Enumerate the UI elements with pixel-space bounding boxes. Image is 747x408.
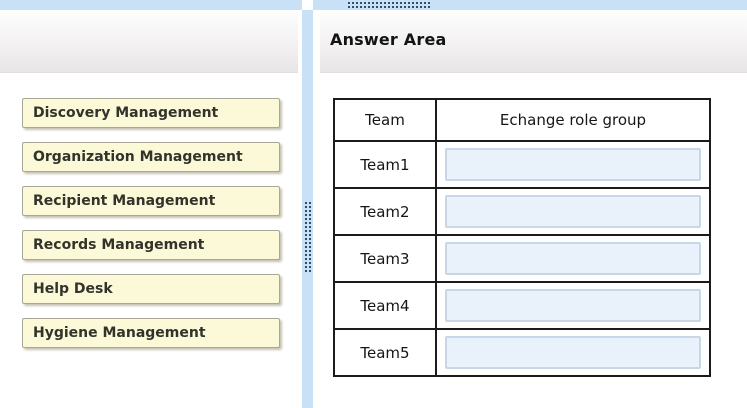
answer-area-header-band: Answer Area: [320, 11, 747, 73]
dropzone-team4[interactable]: [445, 289, 701, 322]
team-label: Team4: [333, 281, 437, 330]
answer-table-header-row: Team Echange role group: [333, 98, 711, 142]
top-strip-right: [313, 0, 747, 10]
table-row: Team2: [333, 187, 711, 236]
table-row: Team5: [333, 328, 711, 377]
drag-item-discovery-management[interactable]: Discovery Management: [22, 98, 280, 128]
team-label: Team3: [333, 234, 437, 283]
dropzone-team5[interactable]: [445, 336, 701, 369]
vertical-drag-handle-dots-icon[interactable]: [304, 202, 311, 274]
team-label: Team2: [333, 187, 437, 236]
panel-splitter[interactable]: [302, 10, 313, 408]
table-row: Team4: [333, 281, 711, 330]
drag-item-recipient-management[interactable]: Recipient Management: [22, 186, 280, 216]
drag-source-list: Discovery Management Organization Manage…: [22, 98, 284, 362]
answer-table: Team Echange role group Team1 Team2 Team…: [333, 98, 711, 377]
dropzone-team2[interactable]: [445, 195, 701, 228]
team-label: Team5: [333, 328, 437, 377]
team-label: Team1: [333, 140, 437, 189]
answer-area-title: Answer Area: [330, 30, 447, 49]
drag-item-hygiene-management[interactable]: Hygiene Management: [22, 318, 280, 348]
table-row: Team1: [333, 140, 711, 189]
horizontal-drag-handle-dots-icon[interactable]: [348, 1, 432, 9]
left-header-band: [0, 11, 298, 73]
drag-item-organization-management[interactable]: Organization Management: [22, 142, 280, 172]
top-strip-left: [0, 0, 302, 10]
column-header-team: Team: [333, 98, 437, 142]
drag-item-records-management[interactable]: Records Management: [22, 230, 280, 260]
dropzone-team3[interactable]: [445, 242, 701, 275]
table-row: Team3: [333, 234, 711, 283]
dropzone-team1[interactable]: [445, 148, 701, 181]
column-header-exchange-role-group: Echange role group: [435, 98, 711, 142]
drag-item-help-desk[interactable]: Help Desk: [22, 274, 280, 304]
